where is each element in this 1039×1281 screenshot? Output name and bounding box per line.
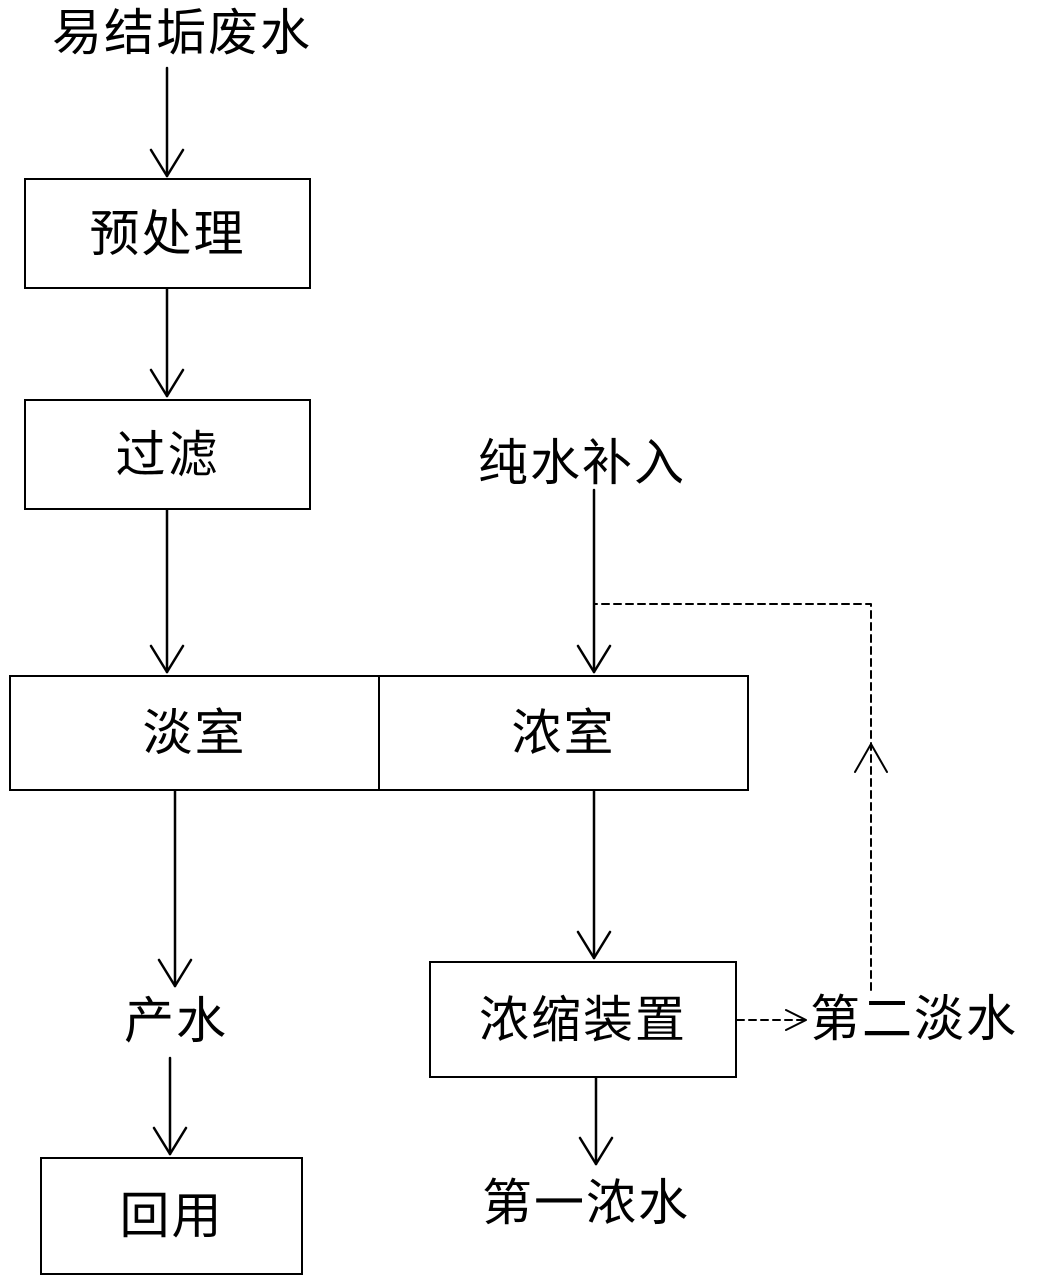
box-dilute-chamber: 淡室 [9,675,380,791]
concentrate-chamber-label: 浓室 [511,704,616,762]
box-filtration: 过滤 [24,399,311,510]
filtration-label: 过滤 [115,425,220,484]
arrowhead-product [157,958,193,988]
reuse-label: 回用 [119,1187,224,1245]
box-concentrate-chamber: 浓室 [378,675,749,791]
label-first-concentrate-water: 第一浓水 [482,1174,690,1232]
arrowhead-pretreatment [149,148,185,178]
arrowhead-dilute [149,644,185,674]
label-second-dilute-water: 第二淡水 [810,990,1018,1048]
box-pretreatment: 预处理 [24,178,311,289]
label-product-water: 产水 [124,992,228,1050]
edge-second-dilute-recycle [593,603,872,991]
label-pure-water-makeup: 纯水补入 [478,434,686,492]
box-reuse: 回用 [40,1157,303,1275]
arrowhead-first-concentrate [578,1136,614,1166]
pretreatment-label: 预处理 [89,204,246,263]
arrowhead-concentrate [576,644,612,674]
box-concentration-device: 浓缩装置 [429,961,737,1078]
dilute-chamber-label: 淡室 [142,704,247,762]
arrowhead-filtration [149,368,185,398]
arrowhead-second-dilute [785,1009,807,1031]
concentration-device-label: 浓缩装置 [479,990,687,1049]
arrowhead-reuse [152,1126,188,1156]
arrowhead-device [576,930,612,960]
arrowhead-recycle-up [854,743,888,773]
label-input-wastewater: 易结垢废水 [52,4,312,62]
